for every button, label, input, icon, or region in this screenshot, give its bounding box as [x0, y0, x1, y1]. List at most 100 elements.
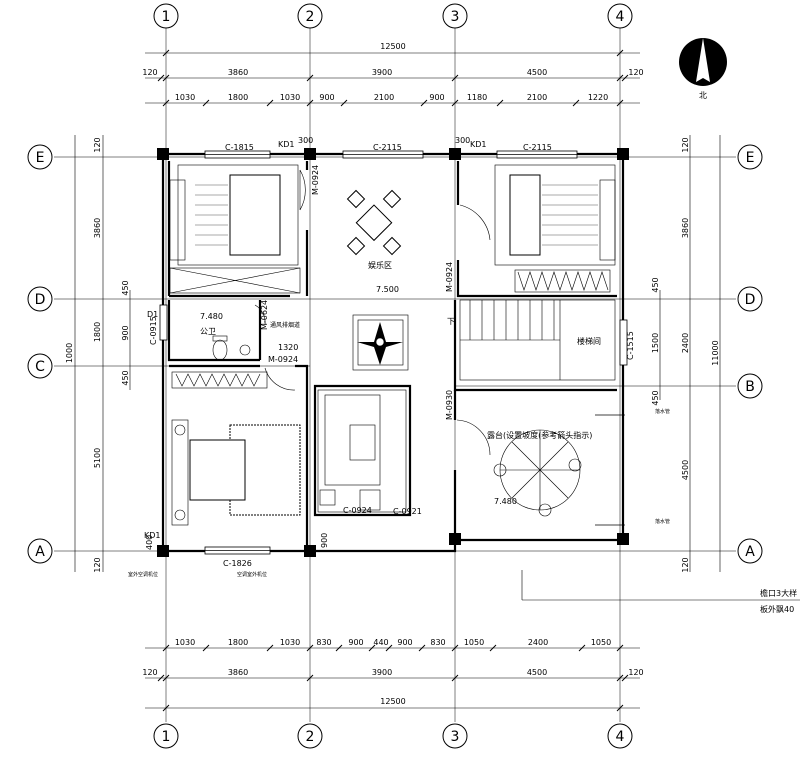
bed-3	[189, 439, 246, 501]
dim-text: 4500	[681, 460, 690, 480]
axis-bubble-rowE-left	[27, 144, 53, 170]
label: C-0924	[343, 506, 372, 515]
north-label: 北	[699, 91, 707, 100]
annotations: C-1815 KD1 300 C-2115 300 KD1 C-2115 M-0…	[128, 136, 797, 614]
dim-text: 2100	[527, 93, 547, 102]
closet-1	[169, 267, 301, 294]
study-inner-wall	[317, 389, 407, 513]
bedroom-2-furniture	[494, 164, 616, 293]
column	[157, 148, 169, 160]
dim-text: 1030	[175, 93, 195, 102]
floor-medallion	[352, 314, 409, 371]
dim-text: 830	[430, 638, 445, 647]
dim-text: 1800	[228, 93, 248, 102]
top-dimensions: 12500 120 3860 3900 4500 120 1030 1800 1…	[142, 42, 644, 107]
label: KD1	[144, 531, 161, 540]
label: M-0930	[445, 390, 454, 420]
axis-label: D	[35, 292, 46, 308]
closet-2	[514, 269, 611, 293]
axis-bubble-rowB-right	[737, 373, 763, 399]
column	[617, 148, 629, 160]
axis-label: 4	[616, 9, 625, 25]
bottom-dimensions: 1030 1800 1030 830 900 440 900 830 1050 …	[142, 638, 644, 712]
door-m0924b	[459, 204, 491, 241]
dim-text: 12500	[380, 42, 405, 51]
label: 900	[320, 533, 329, 548]
room-label-wc: 公卫	[200, 327, 216, 336]
doors	[254, 169, 491, 456]
dim-text: 3900	[372, 668, 392, 677]
column	[449, 148, 461, 160]
dim-text: 450	[121, 280, 130, 295]
interior-walls	[167, 161, 617, 545]
dim-text: 12500	[380, 697, 405, 706]
dim-text: 450	[651, 390, 660, 405]
north-arrow-pointer	[696, 38, 710, 82]
dim-text: 120	[628, 68, 643, 77]
label: 1320	[278, 343, 298, 352]
terrace-umbrella	[493, 429, 582, 517]
axis-label: 4	[616, 729, 625, 745]
dim-text: 830	[316, 638, 331, 647]
exterior-walls	[157, 148, 629, 557]
coffee-table	[349, 424, 376, 461]
axis-bubble-rowD-right	[737, 286, 763, 312]
axis-label: D	[745, 292, 756, 308]
bedroom-1-rug	[177, 164, 299, 266]
label: C-1515	[626, 331, 635, 360]
dim-text: 900	[348, 638, 363, 647]
eave-leader	[521, 570, 800, 601]
axis-bubble-rowA-right	[737, 538, 763, 564]
label: 400	[145, 535, 154, 550]
room-label-entertainment: 娱乐区	[368, 260, 392, 270]
axis-bubble-rowD-left	[27, 286, 53, 312]
label: C-2115	[373, 143, 402, 152]
dim-text: 120	[681, 557, 690, 572]
side-table	[319, 489, 336, 506]
dim-text: 120	[142, 668, 157, 677]
dim-text: 120	[142, 68, 157, 77]
label: 300	[455, 136, 470, 145]
dim-text: 900	[319, 93, 334, 102]
bedroom-1-furniture	[169, 164, 301, 294]
sofa	[324, 394, 381, 486]
label: M-0924	[268, 355, 298, 364]
dim-text: 2100	[374, 93, 394, 102]
label: 板外飘40	[760, 604, 794, 614]
dim-text: 3860	[228, 68, 248, 77]
column	[304, 545, 316, 557]
axis-bubble-col4-top	[607, 3, 633, 29]
bedroom-3-furniture	[171, 371, 301, 526]
dim-text: 2400	[528, 638, 548, 647]
door-m0924c	[264, 367, 296, 391]
axis-bubble-labels: 1 2 3 4 1 2 3 4 E D C A E D B A	[35, 9, 756, 745]
dim-text: 1220	[588, 93, 608, 102]
dim-text: 1800	[93, 322, 102, 342]
label: 落水管	[655, 408, 670, 415]
dim-text: 1180	[467, 93, 487, 102]
dim-text: 5100	[93, 448, 102, 468]
dim-text: 1030	[175, 638, 195, 647]
dim-text: 900	[121, 325, 130, 340]
axis-label: B	[745, 379, 755, 395]
column	[617, 533, 629, 545]
axis-bubble-rowA-left	[27, 538, 53, 564]
axis-bubble-rowC-left	[27, 353, 53, 379]
label: 通风排烟道	[270, 321, 300, 329]
label: 空调室外机位	[237, 571, 267, 578]
axis-label: 3	[451, 9, 460, 25]
wardrobe-1	[169, 179, 186, 261]
wc-fixtures	[212, 335, 251, 361]
level-mark: 7.480	[494, 497, 517, 506]
door-m0930	[456, 419, 491, 456]
column	[157, 545, 169, 557]
axis-bubble-col2-top	[297, 3, 323, 29]
label: C-2115	[523, 143, 552, 152]
label: D1	[147, 310, 158, 319]
label: 300	[298, 136, 313, 145]
axis-label: E	[36, 150, 45, 166]
axis-bubbles	[27, 3, 763, 749]
axis-label: E	[746, 150, 755, 166]
dim-text: 440	[373, 638, 388, 647]
